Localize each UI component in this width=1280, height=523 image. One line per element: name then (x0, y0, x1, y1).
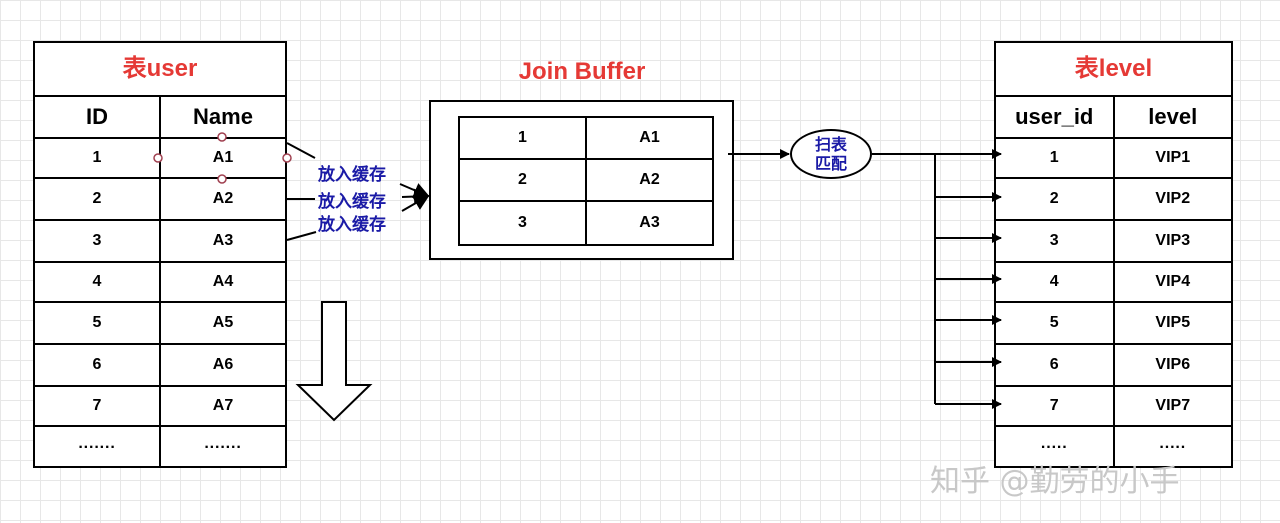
user-name-cell: A3 (159, 221, 285, 261)
user-id-cell: 4 (92, 273, 102, 290)
buffer-row: 1 A1 (460, 118, 712, 160)
user-id-cell: 7 (92, 397, 102, 414)
buffer-row: 2 A2 (460, 160, 712, 202)
level-value-cell: VIP7 (1112, 387, 1232, 425)
level-value-cell: VIP6 (1112, 345, 1232, 385)
header-name: Name (159, 97, 285, 137)
level-value-cell: ····· (1112, 427, 1232, 468)
handle-right (282, 153, 292, 163)
user-table-title: 表user (35, 43, 285, 97)
header-level: level (1112, 97, 1232, 137)
level-table-row: 6 VIP6 (996, 345, 1231, 387)
level-user-id-cell: ····· (1040, 438, 1068, 456)
arrow-row2-to-buffer (287, 196, 428, 199)
buffer-name-cell: A1 (585, 118, 712, 158)
watermark: 知乎 @勤劳的小手 (930, 464, 1180, 499)
buffer-name-cell: A2 (585, 160, 712, 200)
user-table-row: 6 A6 (35, 345, 285, 387)
user-name-cell: A2 (159, 179, 285, 219)
arrow-row3-to-buffer (286, 196, 428, 241)
user-table-row: 2 A2 (35, 179, 285, 221)
level-user-id-cell: 1 (1049, 149, 1059, 166)
user-table-row: ······· ······· (35, 427, 285, 468)
level-user-id-cell: 6 (1049, 356, 1059, 373)
user-name-cell: A4 (159, 263, 285, 301)
buffer-id-cell: 2 (518, 171, 527, 188)
user-table-row: 3 A3 (35, 221, 285, 263)
scan-line-1: 扫表 (814, 135, 847, 154)
user-id-cell: 3 (92, 232, 102, 249)
buffer-id-cell: 1 (518, 129, 527, 146)
level-table-row: ····· ····· (996, 427, 1231, 468)
level-table-row: 5 VIP5 (996, 303, 1231, 345)
level-value-cell: VIP4 (1112, 263, 1232, 301)
arrow-row1-to-buffer (286, 142, 428, 196)
level-value-cell: VIP1 (1112, 139, 1232, 177)
scan-match-ellipse: 扫表 匹配 (790, 129, 872, 179)
cache-label-1: 放入缓存 (318, 165, 386, 185)
buffer-id-cell: 3 (518, 214, 527, 231)
user-table-row: 4 A4 (35, 263, 285, 303)
level-user-id-cell: 2 (1049, 190, 1059, 207)
user-id-cell: 6 (92, 356, 102, 373)
level-user-id-cell: 4 (1049, 273, 1059, 290)
handle-top (217, 132, 227, 142)
level-value-cell: VIP2 (1112, 179, 1232, 219)
level-table-row: 1 VIP1 (996, 139, 1231, 179)
handle-bottom (217, 174, 227, 184)
level-row-arrows (935, 149, 1002, 409)
header-user-id: user_id (1015, 104, 1094, 129)
level-table-row: 3 VIP3 (996, 221, 1231, 263)
level-table-row: 7 VIP7 (996, 387, 1231, 427)
user-table-row: 5 A5 (35, 303, 285, 345)
down-arrow (295, 301, 373, 422)
level-value-cell: VIP3 (1112, 221, 1232, 261)
cache-label-2: 放入缓存 (318, 192, 386, 212)
user-name-cell: A5 (159, 303, 285, 343)
user-name-cell: A6 (159, 345, 285, 385)
join-buffer-title: Join Buffer (518, 58, 646, 85)
header-id: ID (86, 104, 108, 129)
user-table-row: 7 A7 (35, 387, 285, 427)
user-table-header: ID Name (35, 97, 285, 139)
user-id-cell: 5 (92, 314, 102, 331)
level-user-id-cell: 5 (1049, 314, 1059, 331)
scan-line-2: 匹配 (814, 154, 847, 173)
level-user-id-cell: 3 (1049, 232, 1059, 249)
level-table-row: 4 VIP4 (996, 263, 1231, 303)
level-table-title: 表level (996, 43, 1231, 97)
user-id-cell: 2 (92, 190, 102, 207)
level-value-cell: VIP5 (1112, 303, 1232, 343)
user-id-cell: ······· (78, 438, 116, 456)
buffer-name-cell: A3 (585, 202, 712, 244)
level-table-row: 2 VIP2 (996, 179, 1231, 221)
cache-label-3: 放入缓存 (318, 215, 386, 235)
buffer-row: 3 A3 (460, 202, 712, 244)
join-buffer-table: 1 A1 2 A2 3 A3 (458, 116, 714, 246)
handle-left (153, 153, 163, 163)
join-buffer (429, 100, 734, 260)
level-table-header: user_id level (996, 97, 1231, 139)
user-name-cell: ······· (159, 427, 285, 468)
level-user-id-cell: 7 (1049, 397, 1059, 414)
user-name-cell: A7 (159, 387, 285, 425)
user-id-cell: 1 (92, 149, 102, 166)
